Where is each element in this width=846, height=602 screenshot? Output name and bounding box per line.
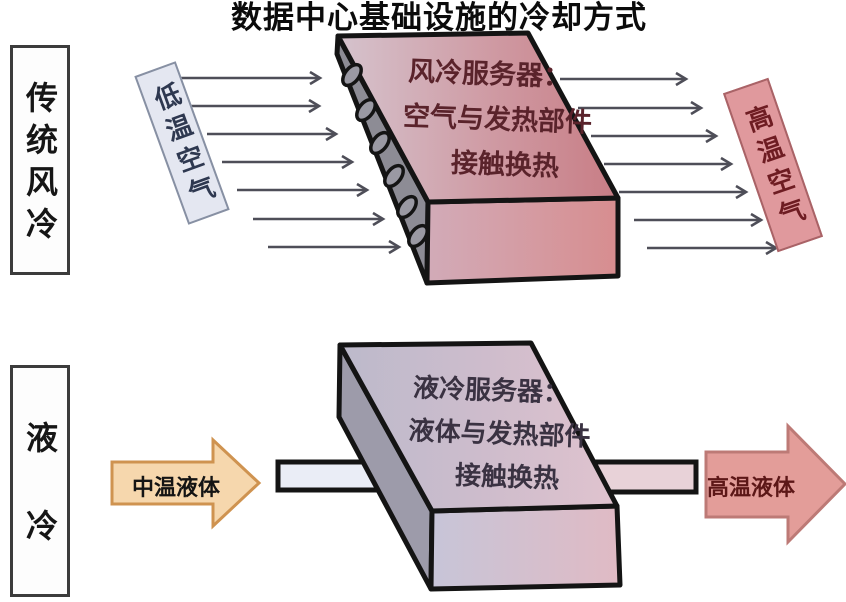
liquid-cooled-server-box	[336, 340, 623, 592]
section-label-liquid-cooling: 液冷	[10, 365, 70, 597]
air-server-line2: 空气与发热部件	[402, 101, 593, 139]
air-inlet-flow-arrows	[177, 70, 402, 255]
air-server-front-face	[424, 195, 621, 286]
air-server-line1: 风冷服务器：	[407, 56, 571, 93]
air-cooled-server-box	[334, 30, 621, 286]
air-outlet-flow-arrows	[560, 71, 779, 256]
liquid-server-line2: 液体与发热部件	[408, 416, 591, 453]
liquid-server-description: 液冷服务器： 液体与发热部件 接触换热	[380, 366, 599, 502]
hot-liquid-label: 高温液体	[706, 476, 795, 501]
air-server-top-face	[335, 30, 621, 205]
liquid-server-front-face	[428, 503, 623, 592]
vent-holes	[341, 62, 429, 249]
page-title: 数据中心基础设施的冷却方式	[231, 0, 647, 36]
air-server-description: 风冷服务器： 空气与发热部件 接触换热	[378, 48, 598, 190]
medium-temp-liquid-arrow	[110, 436, 262, 530]
section-label-air-cooling: 传统风冷	[10, 45, 70, 275]
liquid-server-line1: 液冷服务器：	[412, 373, 570, 409]
liquid-server-line3: 接触换热	[454, 460, 560, 495]
hot-liquid-arrow	[704, 422, 846, 546]
medium-temp-liquid-label: 中温液体	[131, 476, 220, 501]
section-label-air-text: 传统风冷	[21, 81, 59, 249]
section-label-liquid-text: 液冷	[21, 421, 59, 597]
liquid-server-top-face	[337, 340, 620, 514]
air-server-line3: 接触换热	[450, 147, 560, 183]
